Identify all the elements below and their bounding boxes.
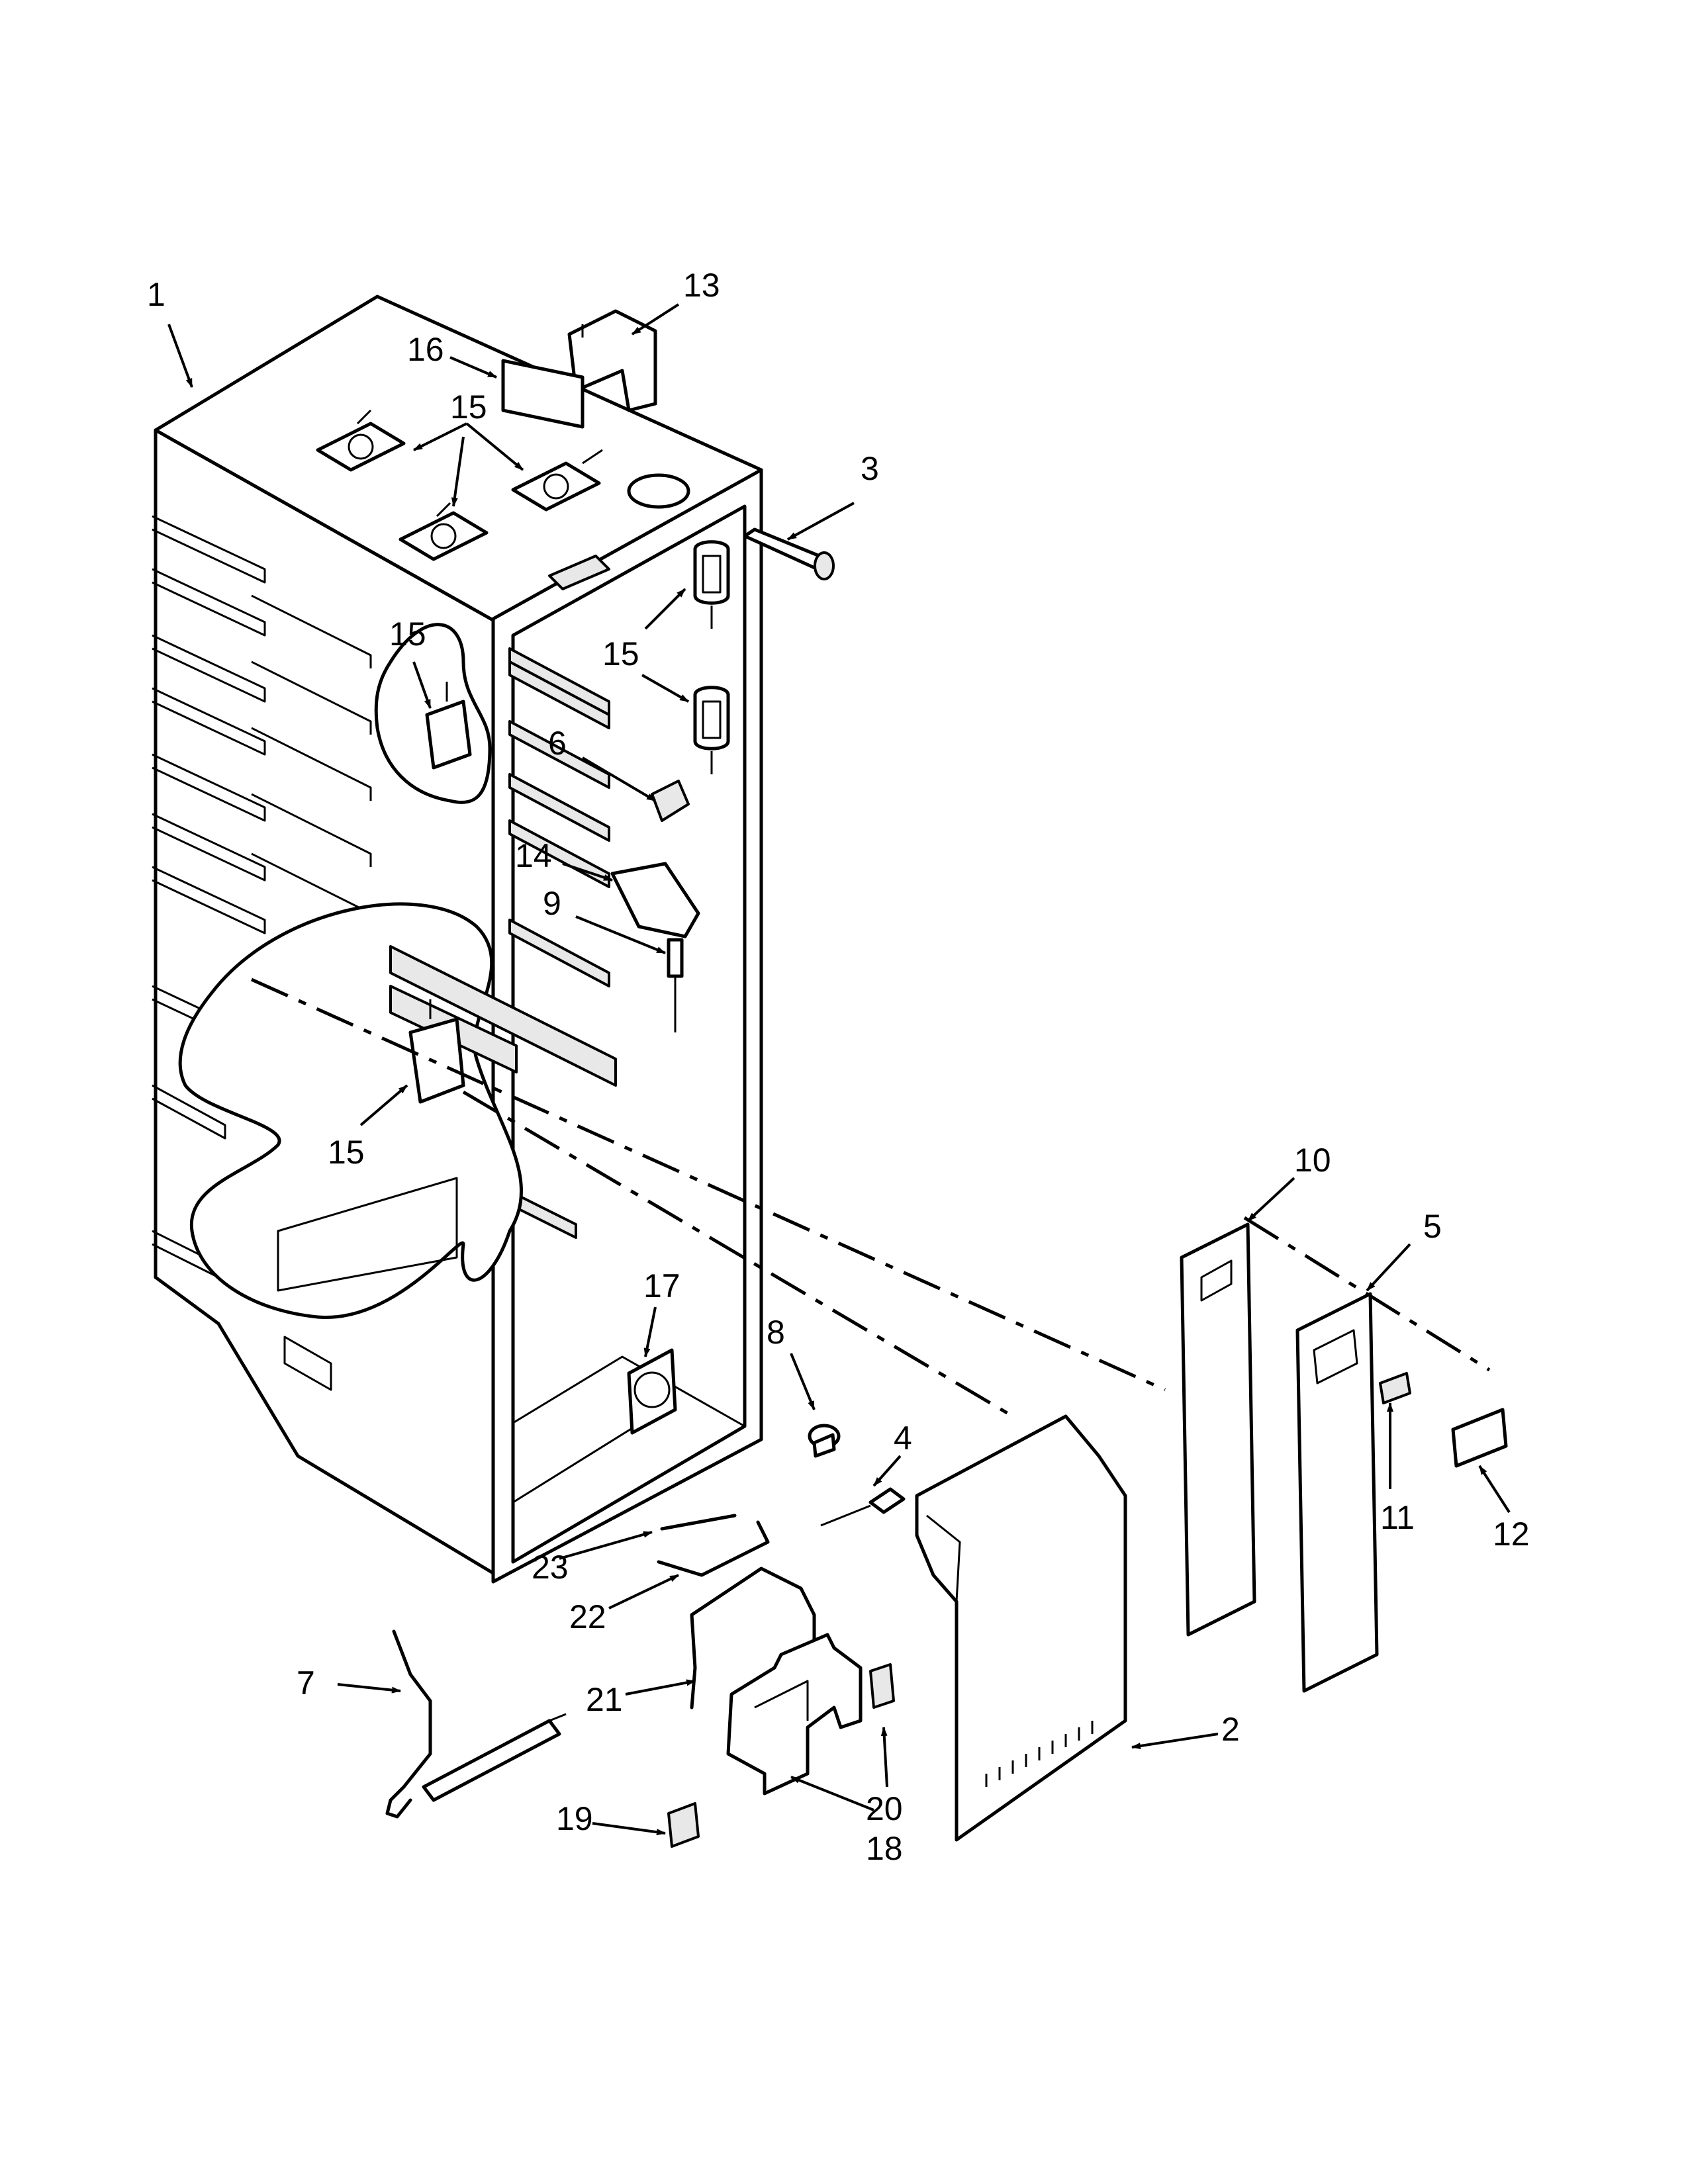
thermistor-sensor [667,938,684,1032]
callout-3: 3 [861,450,879,487]
callout-15-upper-bubble: 15 [389,615,426,653]
callout-16: 16 [407,331,444,368]
callout-7: 7 [297,1664,315,1702]
evaporator-cover [915,1414,1127,1842]
sensor-probe [820,1487,906,1527]
callout-15-top: 15 [450,388,487,426]
light-socket-top-left [316,409,406,472]
callout-19: 19 [556,1800,593,1837]
seal-strip [657,1520,770,1577]
led-module-lower [693,686,730,774]
evaporator-fan [627,1348,677,1435]
callout-23: 23 [532,1549,569,1586]
vent-cover [1451,1408,1508,1468]
air-duct-panel [1295,1292,1379,1693]
rating-label [501,359,585,429]
terminal-block [667,1802,700,1848]
assembly-line-2 [462,1090,1014,1418]
callout-9: 9 [543,885,561,922]
callout-15-lower-bubble: 15 [328,1134,365,1171]
light-socket-top-middle [399,502,489,561]
callout-4: 4 [894,1420,912,1457]
callout-2: 2 [1221,1711,1240,1748]
callout-18: 18 [866,1830,903,1867]
light-socket-top-right [511,449,603,512]
assembly-line-1 [250,978,1166,1392]
grille-insert [1379,1372,1411,1404]
callout-1: 1 [147,276,165,313]
led-module-upper [693,540,730,629]
callout-22: 22 [569,1598,606,1635]
callout-20: 20 [866,1790,903,1827]
light-socket-upper-bubble [425,682,472,770]
damper-knob [808,1424,841,1458]
callout-5: 5 [1423,1208,1442,1245]
callout-12: 12 [1493,1516,1530,1553]
control-housing [726,1633,863,1796]
callout-11: 11 [1380,1499,1415,1536]
cabinet-liner [152,295,763,1584]
gasket-strip [660,1514,737,1531]
callout-arrows [167,303,1511,1836]
shelf-bracket [651,780,690,822]
callout-labels: 1 13 16 15 3 15 15 6 14 9 15 10 5 17 8 4… [147,267,1530,1867]
callout-10: 10 [1294,1142,1331,1179]
defrost-heater [385,1629,567,1819]
callout-14: 14 [515,837,552,874]
callout-15-right: 15 [602,635,639,672]
callout-13: 13 [683,267,720,304]
wire-connector [869,1663,895,1709]
water-filter-cartridge [743,527,835,580]
callout-17: 17 [643,1267,680,1304]
callout-21: 21 [586,1681,623,1718]
callout-6: 6 [548,725,567,762]
rail-cover [610,862,700,938]
light-socket-lower-bubble [408,999,465,1104]
divider-panel [1180,1222,1256,1637]
callout-8: 8 [767,1314,785,1351]
